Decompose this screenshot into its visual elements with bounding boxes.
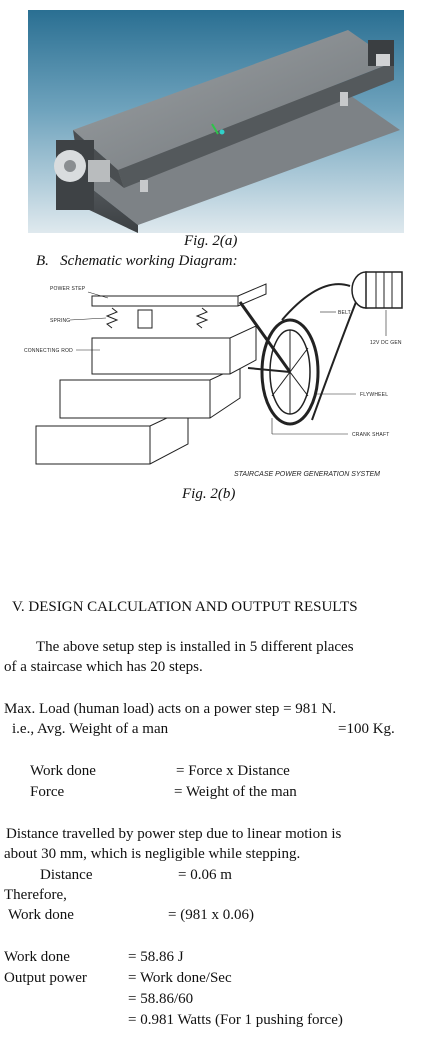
paragraph1-line2: of a staircase which has 20 steps. [4,659,203,675]
figure-2a-caption: Fig. 2(a) [184,233,238,249]
diagram-title: STAIRCASE POWER GENERATION SYSTEM [234,471,380,478]
flywheel-icon [260,318,320,426]
work-done-label-1: Work done [8,907,74,923]
figure-2b-caption: Fig. 2(b) [182,486,236,502]
paragraph1-line1: The above setup step is installed in 5 d… [36,639,354,655]
def-work-label: Work done [30,763,96,779]
result-work-label: Work done [4,949,70,965]
label-flywheel: FLYWHEEL [360,392,388,398]
figure-2b-schematic: POWER STEP SPRING CONNECTING ROD BELT 12… [20,268,420,483]
label-spring: SPRING [50,318,70,324]
spoke-3 [271,347,309,397]
figure-2a-svg [28,10,404,233]
section-v-heading: V. DESIGN CALCULATION AND OUTPUT RESULTS [12,599,358,615]
load-line2-value: =100 Kg. [338,721,395,737]
load-line2-label: i.e., Avg. Weight of a man [12,721,169,737]
spring-post [137,309,153,329]
label-crank-shaft: CRANK SHAFT [352,432,389,438]
axis-green [211,123,219,135]
left-clamp [88,160,110,182]
label-connecting-rod: CONNECTING ROD [24,348,73,354]
stair-top [91,325,257,375]
result-work-value: = 58.86 J [128,949,184,965]
leader-power-step [87,291,109,299]
def-force-label: Force [30,784,65,800]
distance-label: Distance [40,867,93,883]
step-front [118,62,394,188]
distance-line2: about 30 mm, which is negligible while s… [4,846,301,862]
result-output-value1: = Work done/Sec [128,970,232,986]
def-force-value: = Weight of the man [174,784,297,800]
distance-value: = 0.06 m [178,867,232,883]
axis-marker [219,129,225,135]
label-belt: BELT [338,310,351,316]
work-done-value-1: = (981 x 0.06) [168,907,254,923]
result-output-value3: = 0.981 Watts (For 1 pushing force) [128,1012,343,1028]
left-wheel-hub [64,160,76,172]
distance-line1: Distance travelled by power step due to … [6,826,342,842]
load-line1: Max. Load (human load) acts on a power s… [4,701,337,717]
spring-left-icon [105,307,119,329]
therefore-text: Therefore, [4,887,67,903]
spring-right-icon [195,307,209,329]
belt-icon [281,283,357,421]
label-power-step: POWER STEP [50,286,86,292]
schematic-svg: POWER STEP SPRING CONNECTING ROD BELT 12… [24,271,403,478]
figure-2a-render [28,10,404,233]
right-clamp [376,54,390,66]
leader-spring [69,317,107,321]
spring-mid [140,180,148,192]
section-b-heading: B. Schematic working Diagram: [36,253,238,269]
crank-link [247,367,291,373]
result-output-label: Output power [4,970,87,986]
base-top [68,80,400,225]
label-generator: 12V DC GEN [370,340,402,346]
result-output-value2: = 58.86/60 [128,991,194,1007]
step-top [73,30,394,170]
def-work-value: = Force x Distance [176,763,290,779]
spring-right [340,92,348,106]
